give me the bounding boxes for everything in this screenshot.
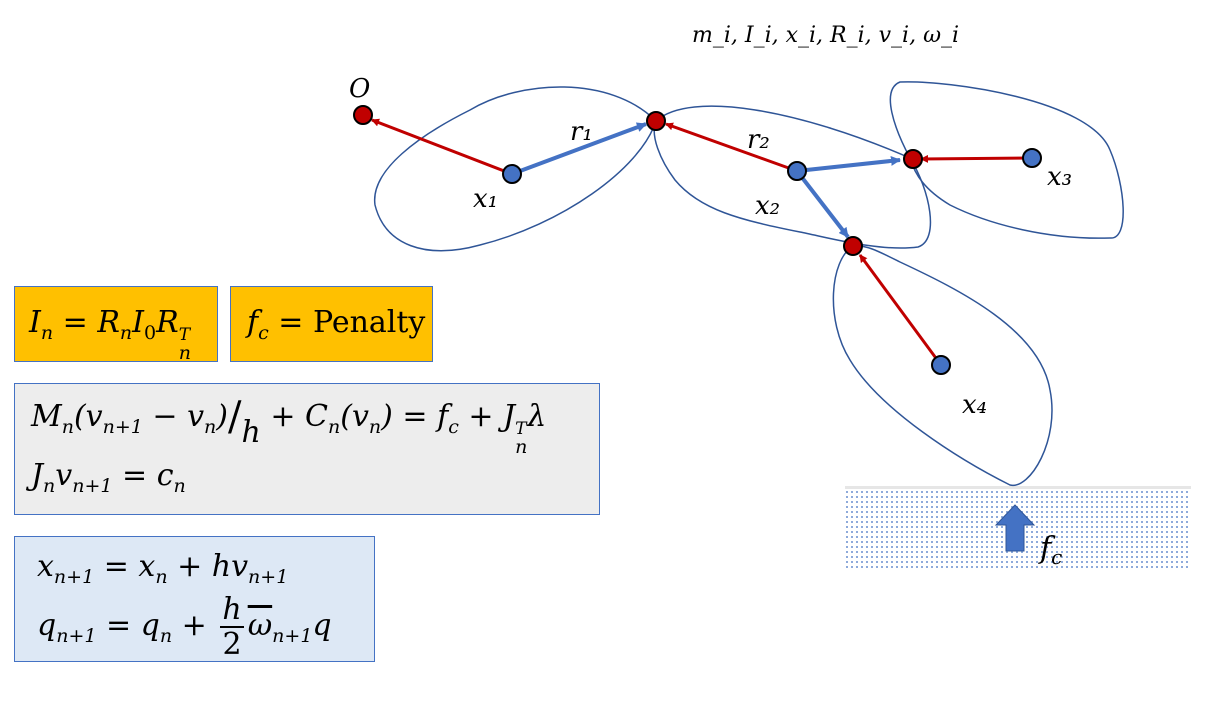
- eq-sub: n: [178, 342, 191, 364]
- relative-vector-x2-j3: [796, 155, 901, 173]
- joint-2-3: [903, 149, 923, 169]
- eq-term: M: [31, 399, 62, 434]
- eq-term: I: [132, 305, 145, 340]
- center-of-mass-x1: [502, 164, 522, 184]
- eq-term: +: [172, 608, 217, 643]
- eq-term: λ: [527, 399, 547, 434]
- eq-term: h: [241, 415, 261, 450]
- joint-vector-x1-origin: [371, 118, 513, 176]
- body-1-outline: [374, 86, 657, 252]
- contact-force-arrow-icon: [994, 504, 1036, 552]
- eq-term: = c: [112, 458, 174, 493]
- ground-top-edge: [845, 486, 1191, 489]
- eq-sub: n: [328, 416, 341, 438]
- eq-sub: n: [173, 475, 186, 497]
- contact-force-equation-box: fc = Penalty: [230, 286, 433, 362]
- eq-sup: T: [178, 325, 191, 345]
- eq-sub: n: [155, 566, 168, 588]
- joint-vector-x3: [920, 154, 1033, 163]
- origin-joint: [353, 105, 373, 125]
- joint-vector-r2: [665, 122, 798, 173]
- eq-sub: n+1: [56, 625, 97, 647]
- eq-term: ) = f: [381, 399, 449, 434]
- eq-sub: n: [119, 322, 133, 344]
- joint-vector-x4: [858, 254, 943, 366]
- eq-term: f: [247, 305, 259, 340]
- eq-sub: 0: [144, 322, 157, 344]
- eq-sub: n+1: [72, 475, 113, 497]
- fraction-numerator: h: [220, 592, 244, 628]
- label-r1: r₁: [570, 117, 593, 147]
- eq-term: ): [216, 399, 229, 434]
- eq-term: (v: [73, 399, 103, 434]
- eq-sub: n+1: [102, 416, 143, 438]
- eq-term: − v: [142, 399, 205, 434]
- fraction-denominator: 2: [222, 627, 242, 662]
- eq-term: + C: [260, 399, 328, 434]
- eq-sub: n: [40, 322, 54, 344]
- eq-term: R: [156, 305, 179, 340]
- eq-sub: c: [258, 322, 269, 344]
- origin-label: O: [349, 74, 370, 104]
- eq-term: q: [312, 608, 332, 643]
- joint-2-4: [843, 236, 863, 256]
- body-3-outline: [889, 81, 1124, 239]
- eq-sign: =: [53, 305, 98, 340]
- eq-term: J: [31, 458, 44, 493]
- label-r2: r₂: [747, 125, 770, 155]
- eq-term: q: [37, 608, 57, 643]
- eq-sub: n: [515, 436, 528, 458]
- eq-term: I: [29, 305, 41, 340]
- eq-sub: n: [159, 625, 173, 647]
- joint-1-2: [646, 111, 666, 131]
- eq-sub: n+1: [248, 566, 289, 588]
- eq-term: (v: [340, 399, 369, 434]
- eq-sub: n: [61, 416, 74, 438]
- eq-term: + J: [458, 399, 516, 434]
- eq-term: = q: [96, 608, 160, 643]
- body-4-outline: [832, 244, 1053, 486]
- eq-sub: n: [368, 416, 382, 438]
- eq-term: ω: [247, 608, 273, 643]
- body-2-outline: [653, 105, 932, 249]
- label-x1: x₁: [473, 184, 498, 214]
- relative-vector-x2-j4: [795, 169, 850, 239]
- eq-sign: =: [268, 305, 313, 340]
- eq-term: v: [55, 458, 73, 493]
- eq-term: = x: [94, 549, 156, 584]
- label-fc-sub: c: [1051, 545, 1062, 569]
- eq-term: Penalty: [312, 305, 426, 340]
- dynamics-equation-line-2: Jnvn+1 = cn: [31, 458, 186, 497]
- relative-vector-r1: [511, 122, 647, 176]
- eq-sub: c: [448, 416, 459, 438]
- eq-slash: /: [228, 394, 242, 440]
- center-of-mass-x4: [931, 355, 951, 375]
- label-x4: x₄: [962, 390, 987, 420]
- eq-term: R: [97, 305, 120, 340]
- eq-sub: n: [43, 475, 56, 497]
- label-x2: x₂: [755, 191, 780, 221]
- eq-sub: n+1: [272, 625, 313, 647]
- eq-sup: T: [515, 419, 527, 439]
- label-x3: x₃: [1047, 162, 1072, 192]
- state-variables-label: m_i, I_i, x_i, R_i, v_i, ω_i: [692, 23, 959, 48]
- contact-force-equation: fc = Penalty: [247, 305, 425, 344]
- eq-term: x: [37, 549, 54, 584]
- eq-term: + hv: [167, 549, 249, 584]
- center-of-mass-x2: [787, 161, 807, 181]
- eq-sub: n: [204, 416, 217, 438]
- integration-equation-line-1: xn+1 = xn + hvn+1: [37, 549, 288, 588]
- center-of-mass-x3: [1022, 148, 1042, 168]
- eq-sub: n+1: [53, 566, 95, 588]
